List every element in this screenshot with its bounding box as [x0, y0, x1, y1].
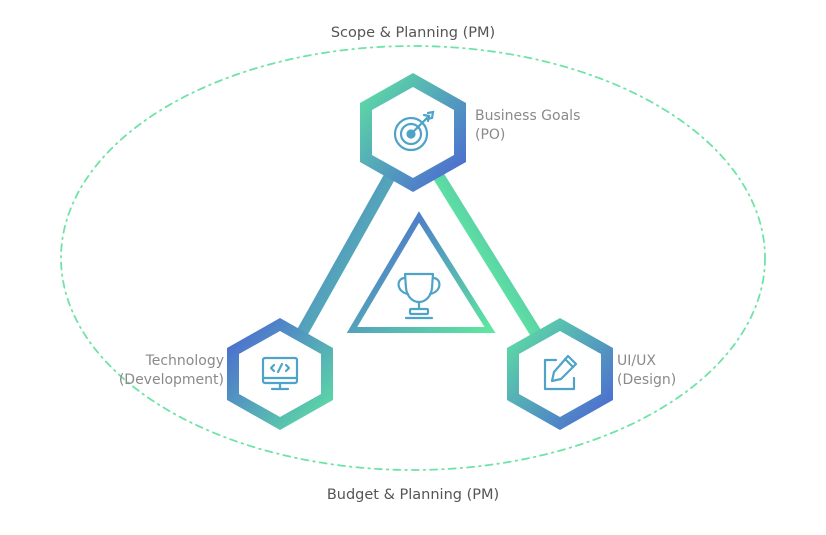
technology-label: Technology (Development) — [100, 352, 224, 390]
uiux-label: UI/UX (Design) — [617, 352, 676, 390]
business-goals-role: (PO) — [475, 127, 506, 143]
node-uiux — [507, 318, 613, 430]
technology-role: (Development) — [118, 372, 224, 388]
trophy-icon — [397, 272, 441, 320]
uiux-title: UI/UX — [617, 353, 656, 369]
uiux-role: (Design) — [617, 372, 677, 388]
outer-ellipse — [60, 45, 766, 471]
business-goals-title: Business Goals — [475, 108, 581, 124]
outer-top-label: Scope & Planning (PM) — [330, 25, 496, 41]
pencil-edit-icon — [543, 354, 578, 391]
node-technology — [227, 318, 333, 430]
technology-title: Technology — [145, 353, 224, 369]
node-business-goals — [360, 73, 466, 192]
outer-bottom-label: Budget & Planning (PM) — [326, 487, 500, 503]
business-goals-label: Business Goals (PO) — [475, 107, 580, 145]
monitor-code-icon — [261, 356, 299, 391]
target-icon — [393, 110, 435, 152]
